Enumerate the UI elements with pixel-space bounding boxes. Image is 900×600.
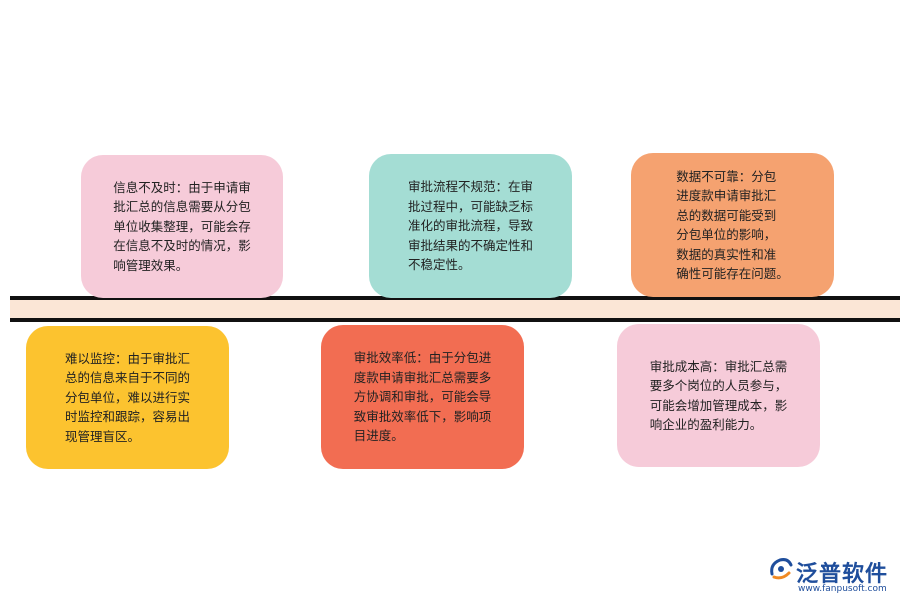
issue-card-text: 审批成本高：审批汇总需 要多个岗位的人员参与， 可能会增加管理成本，影 响企业的… <box>649 358 788 433</box>
brand-logo: 泛普软件 www.fanpusoft.com <box>768 556 894 596</box>
fanpu-logo-icon <box>770 558 793 580</box>
issue-card-text: 审批效率低：由于分包进 度款申请审批汇总需要多 方协调和审批，可能会导 致审批效… <box>353 350 492 444</box>
timeline-bar <box>10 296 900 322</box>
issue-card-hard-to-monitor: 难以监控：由于审批汇 总的信息来自于不同的 分包单位，难以进行实 时监控和跟踪，… <box>26 326 229 469</box>
issue-card-info-delay: 信息不及时：由于申请审 批汇总的信息需要从分包 单位收集整理，可能会存 在信息不… <box>81 155 283 298</box>
issue-card-text: 数据不可靠：分包 进度款申请审批汇 总的数据可能受到 分包单位的影响， 数据的真… <box>676 168 789 282</box>
issue-card-low-efficiency: 审批效率低：由于分包进 度款申请审批汇总需要多 方协调和审批，可能会导 致审批效… <box>321 325 524 469</box>
brand-name: 泛普软件 <box>796 562 889 587</box>
brand-url: www.fanpusoft.com <box>798 584 887 594</box>
issue-card-text: 审批流程不规范：在审 批过程中，可能缺乏标 准化的审批流程，导致 审批结果的不确… <box>407 179 533 273</box>
issue-card-high-cost: 审批成本高：审批汇总需 要多个岗位的人员参与， 可能会增加管理成本，影 响企业的… <box>617 324 820 467</box>
issue-card-data-unreliable: 数据不可靠：分包 进度款申请审批汇 总的数据可能受到 分包单位的影响， 数据的真… <box>631 153 834 297</box>
issue-card-process-nonstandard: 审批流程不规范：在审 批过程中，可能缺乏标 准化的审批流程，导致 审批结果的不确… <box>369 154 572 298</box>
issue-card-text: 信息不及时：由于申请审 批汇总的信息需要从分包 单位收集整理，可能会存 在信息不… <box>113 179 251 273</box>
issue-card-text: 难以监控：由于审批汇 总的信息来自于不同的 分包单位，难以进行实 时监控和跟踪，… <box>64 350 190 444</box>
